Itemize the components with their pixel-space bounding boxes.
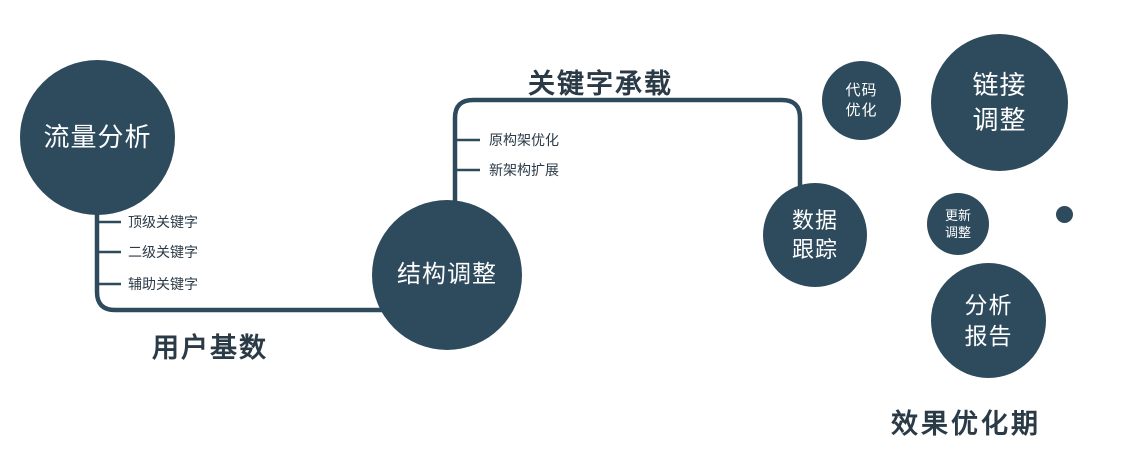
node-data-tracking-line1: 数据: [791, 207, 838, 233]
edge-user-base-line: [94, 165, 435, 313]
node-update-adjust: 更新 调整: [927, 193, 989, 255]
node-code-optimize-line2: 优化: [845, 101, 878, 119]
node-link-adjust-line2: 调整: [972, 104, 1027, 135]
branch-label-auxiliary-keywords: 辅助关键字: [128, 276, 198, 292]
node-traffic-analysis: 流量分析: [20, 60, 175, 215]
node-analysis-report-line1: 分析: [964, 292, 1013, 319]
node-link-adjust: 链接 调整: [931, 34, 1068, 171]
caption-effect-optimization-period: 效果优化期: [891, 409, 1041, 439]
node-code-optimize: 代码 优化: [822, 61, 901, 140]
node-update-adjust-line1: 更新: [944, 207, 971, 223]
node-analysis-report-line2: 报告: [964, 322, 1013, 349]
node-code-optimize-line1: 代码: [845, 81, 878, 99]
branch-label-top-keywords: 顶级关键字: [128, 214, 198, 230]
node-link-adjust-line1: 链接: [972, 70, 1027, 101]
node-analysis-report: 分析 报告: [931, 263, 1046, 378]
node-update-adjust-line2: 调整: [944, 225, 971, 240]
edge-label-keyword-carry: 关键字承载: [528, 69, 673, 99]
node-data-tracking-line2: 跟踪: [791, 237, 838, 262]
dot-marker: [1056, 206, 1073, 223]
node-structure-adjust: 结构调整: [372, 200, 522, 350]
node-traffic-analysis-label: 流量分析: [43, 122, 152, 153]
branch-label-new-architecture: 新架构扩展: [489, 162, 559, 178]
edge-keyword-carry-line: [452, 97, 803, 240]
branch-label-secondary-keywords: 二级关键字: [128, 244, 198, 260]
node-data-tracking: 数据 跟踪: [763, 183, 867, 287]
branch-label-original-architecture: 原构架优化: [489, 132, 559, 148]
node-structure-adjust-label: 结构调整: [397, 261, 497, 289]
edge-label-user-base: 用户基数: [152, 333, 268, 363]
